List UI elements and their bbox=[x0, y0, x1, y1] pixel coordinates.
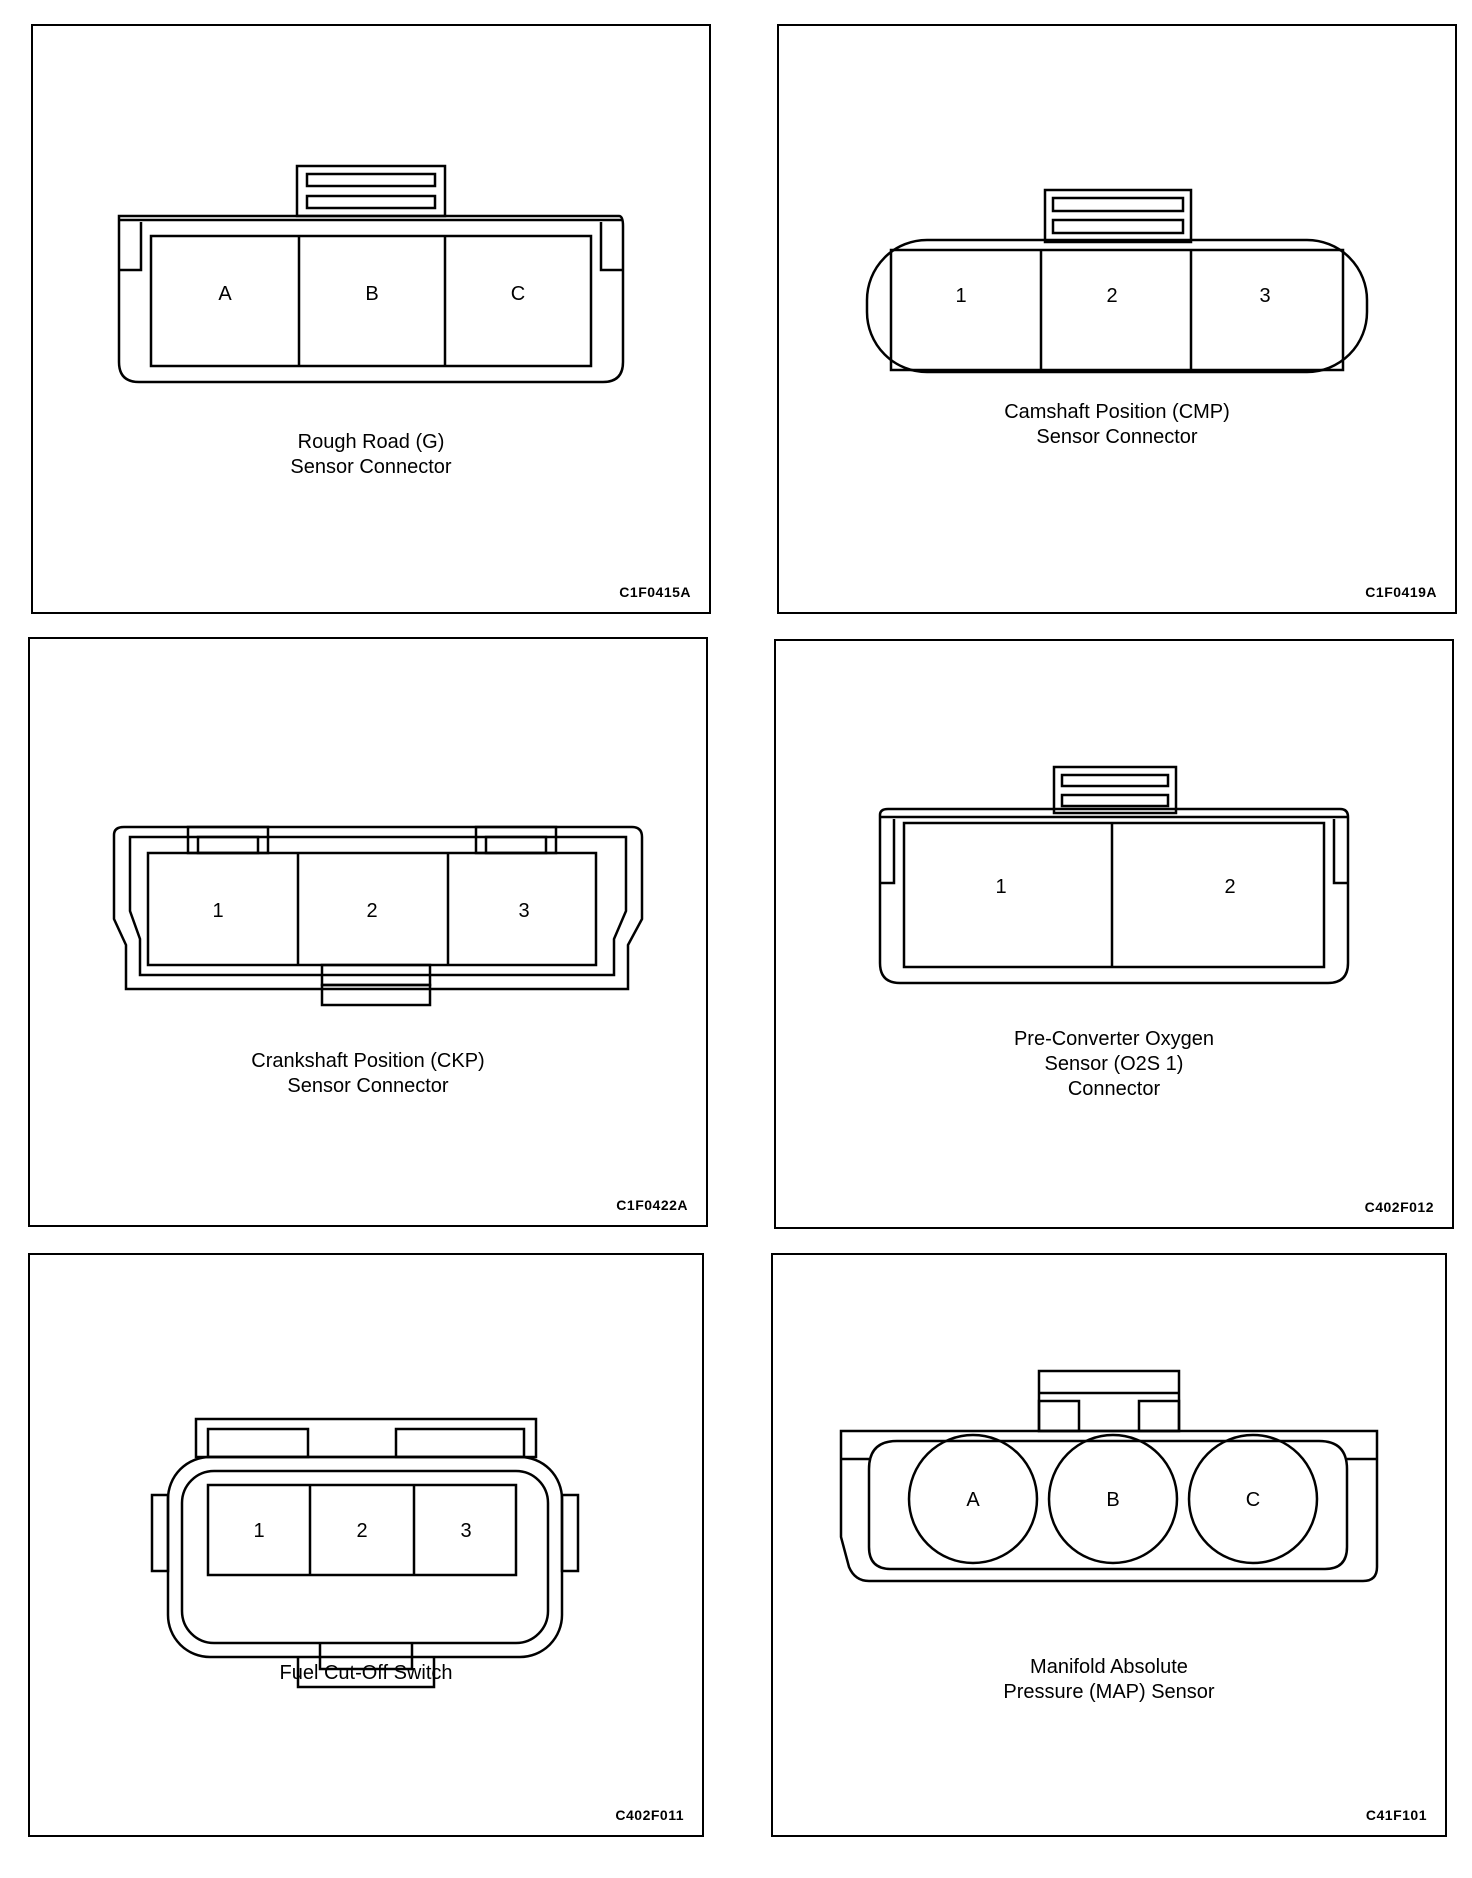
figure-code: C1F0419A bbox=[1365, 584, 1437, 600]
pin-label: 2 bbox=[1224, 876, 1235, 898]
pin-label: A bbox=[218, 283, 232, 305]
connector-drawing-ckp: 1 2 3 bbox=[112, 825, 644, 1007]
pin-label: B bbox=[1106, 1489, 1119, 1511]
caption-line: Sensor Connector bbox=[287, 1075, 449, 1097]
panel-rough-road-sensor-connector: A B C Rough Road (G) Sensor Connector C1… bbox=[31, 24, 711, 614]
pin-label: 3 bbox=[1259, 285, 1270, 307]
panel-ckp-sensor-connector: 1 2 3 Crankshaft Position (CKP) Sensor C… bbox=[28, 637, 708, 1227]
caption-line: Sensor Connector bbox=[1036, 426, 1198, 448]
figure-code: C402F011 bbox=[615, 1807, 684, 1823]
connector-drawing-fuel-cut-off: 1 2 3 bbox=[150, 1417, 580, 1689]
caption-line: Connector bbox=[1067, 1078, 1161, 1100]
connector-caption: Fuel Cut-Off Switch bbox=[30, 1661, 702, 1686]
pin-label: 1 bbox=[253, 1520, 264, 1542]
caption-line: Pre-Converter Oxygen bbox=[1013, 1028, 1215, 1050]
caption-line: Camshaft Position (CMP) bbox=[1004, 401, 1230, 423]
pin-label: C bbox=[1246, 1489, 1260, 1511]
connector-caption: Crankshaft Position (CKP) Sensor Connect… bbox=[30, 1049, 706, 1099]
caption-line: Manifold Absolute bbox=[1030, 1656, 1188, 1678]
pin-label: 3 bbox=[460, 1520, 471, 1542]
connector-drawing-map: A B C bbox=[839, 1369, 1379, 1583]
caption-line: Sensor Connector bbox=[290, 456, 452, 478]
pin-label: 1 bbox=[995, 876, 1006, 898]
connector-caption: Pre-Converter Oxygen Sensor (O2S 1) Conn… bbox=[776, 1027, 1452, 1102]
connector-caption: Camshaft Position (CMP) Sensor Connector bbox=[779, 400, 1455, 450]
panel-map-sensor: A B C Manifold Absolute Pressure (MAP) S… bbox=[771, 1253, 1447, 1837]
connector-drawing-o2s1: 1 2 bbox=[878, 765, 1350, 985]
figure-code: C41F101 bbox=[1365, 1807, 1427, 1823]
figure-code: C1F0422A bbox=[616, 1197, 688, 1213]
connector-drawing-rough-road: A B C bbox=[117, 164, 625, 384]
connector-caption: Rough Road (G) Sensor Connector bbox=[33, 430, 709, 480]
figure-code: C402F012 bbox=[1364, 1199, 1434, 1215]
caption-line: Sensor (O2S 1) bbox=[1044, 1053, 1184, 1075]
pin-label: A bbox=[966, 1489, 980, 1511]
pin-label: 3 bbox=[518, 900, 529, 922]
figure-code: C1F0415A bbox=[619, 584, 691, 600]
caption-line: Crankshaft Position (CKP) bbox=[251, 1050, 485, 1072]
caption-line: Rough Road (G) bbox=[297, 431, 445, 453]
connector-drawing-cmp: 1 2 3 bbox=[865, 188, 1369, 374]
pin-label: C bbox=[511, 283, 525, 305]
pin-label: B bbox=[365, 283, 378, 305]
pin-label: 1 bbox=[212, 900, 223, 922]
panel-fuel-cut-off-switch: 1 2 3 Fuel Cut-Off Switch C402F011 bbox=[28, 1253, 704, 1837]
caption-line: Fuel Cut-Off Switch bbox=[279, 1662, 453, 1684]
pin-label: 2 bbox=[356, 1520, 367, 1542]
caption-line: Pressure (MAP) Sensor bbox=[1003, 1681, 1215, 1703]
pin-label: 1 bbox=[955, 285, 966, 307]
panel-cmp-sensor-connector: 1 2 3 Camshaft Position (CMP) Sensor Con… bbox=[777, 24, 1457, 614]
panel-o2s1-sensor-connector: 1 2 Pre-Converter Oxygen Sensor (O2S 1) … bbox=[774, 639, 1454, 1229]
connector-caption: Manifold Absolute Pressure (MAP) Sensor bbox=[773, 1655, 1445, 1705]
pin-label: 2 bbox=[366, 900, 377, 922]
pin-label: 2 bbox=[1106, 285, 1117, 307]
